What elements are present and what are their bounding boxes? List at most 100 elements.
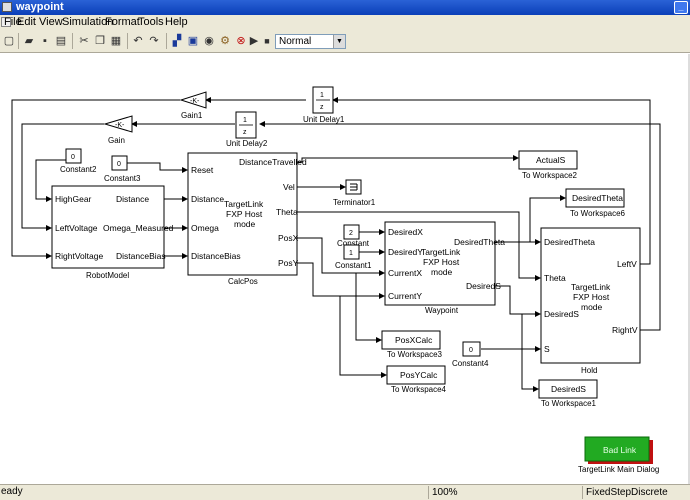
menu-help[interactable]: Help xyxy=(165,16,188,28)
robotmodel-port-label: HighGear xyxy=(55,194,92,204)
bad-link-text: Bad Link xyxy=(603,445,637,455)
simulation-mode-select[interactable]: Normal ▼ xyxy=(275,34,346,49)
unit-delay2-block[interactable]: 1 z Unit Delay2 xyxy=(226,111,268,148)
start-simulation-icon[interactable]: ▶ xyxy=(249,35,259,47)
model-explorer-icon[interactable]: ▣ xyxy=(187,35,199,47)
toolbar-separator xyxy=(166,33,167,49)
to-workspace6-label: To Workspace6 xyxy=(570,209,626,218)
robotmodel-port-label: RightVoltage xyxy=(55,251,103,261)
title-bar: waypoint _ xyxy=(0,0,690,15)
constant1-block[interactable]: 1 Constant1 xyxy=(335,244,372,270)
copy-icon[interactable]: ❐ xyxy=(95,35,105,47)
targetlink-main-dialog-block[interactable]: Bad Link TargetLink Main Dialog xyxy=(578,436,659,474)
simulation-mode-value: Normal xyxy=(279,36,312,47)
menu-format[interactable]: Format xyxy=(105,16,140,28)
cut-icon[interactable]: ✂ xyxy=(79,35,89,47)
gain1-block[interactable]: -K- Gain1 xyxy=(179,91,207,120)
menu-tools[interactable]: Tools xyxy=(138,16,164,28)
gain-value: -K- xyxy=(115,122,125,129)
robotmodel-port-label: Omega_Measured xyxy=(103,223,174,233)
toolbar-separator xyxy=(18,33,19,49)
hold-port-label: S xyxy=(544,344,550,354)
breakpoint-icon[interactable]: ⊗ xyxy=(236,35,246,47)
menu-file[interactable]: File xyxy=(4,16,22,28)
gain1-label: Gain1 xyxy=(181,111,203,120)
zoom-level: 100% xyxy=(428,486,518,499)
constant3-label: Constant3 xyxy=(104,174,141,183)
menu-simulation[interactable]: Simulation xyxy=(62,16,114,28)
unit-delay2-den: z xyxy=(243,129,247,136)
menu-bar: File Edit View Simulation Format Tools H… xyxy=(0,15,690,30)
to-workspace2-value: ActualS xyxy=(536,155,566,165)
calcpos-block[interactable]: Reset Distance Omega DistanceBias Distan… xyxy=(187,152,307,286)
robotmodel-port-label: Distance xyxy=(116,194,149,204)
hold-center-text: mode xyxy=(581,302,603,312)
constant-label: Constant xyxy=(337,239,370,248)
window-title: waypoint xyxy=(16,1,64,13)
terminator1-block[interactable]: Terminator1 xyxy=(333,179,376,207)
constant2-block[interactable]: 0 Constant2 xyxy=(60,148,97,174)
to-workspace3-value: PosXCalc xyxy=(395,335,433,345)
robotmodel-block[interactable]: HighGear LeftVoltage RightVoltage Distan… xyxy=(51,185,174,280)
waypoint-center-text: TargetLink xyxy=(421,247,461,257)
waypoint-port-label: DesiredS xyxy=(466,281,501,291)
terminator1-label: Terminator1 xyxy=(333,198,376,207)
status-text: eady xyxy=(1,486,23,497)
constant4-value: 0 xyxy=(469,347,473,354)
constant3-block[interactable]: 0 Constant3 xyxy=(104,155,141,183)
constant4-label: Constant4 xyxy=(452,359,489,368)
targetlink-main-dialog-label: TargetLink Main Dialog xyxy=(578,465,659,474)
vertical-scrollbar[interactable] xyxy=(688,54,690,484)
unit-delay1-block[interactable]: 1 z Unit Delay1 xyxy=(303,86,345,124)
solver-name: FixedStepDiscrete xyxy=(582,486,690,499)
to-workspace1-block[interactable]: DesiredS To Workspace1 xyxy=(538,379,598,408)
hold-port-label: Theta xyxy=(544,273,566,283)
toolbar-separator xyxy=(127,33,128,49)
hold-center-text: TargetLink xyxy=(571,282,611,292)
to-workspace3-block[interactable]: PosXCalc To Workspace3 xyxy=(381,330,443,359)
open-icon[interactable]: ▰ xyxy=(24,35,34,47)
to-workspace4-value: PosYCalc xyxy=(400,370,438,380)
debugger-icon[interactable]: ◉ xyxy=(204,35,214,47)
to-workspace4-block[interactable]: PosYCalc To Workspace4 xyxy=(386,365,447,394)
hold-center-text: FXP Host xyxy=(573,292,610,302)
menu-view[interactable]: View xyxy=(39,16,63,28)
new-model-icon[interactable]: ▢ xyxy=(3,35,15,47)
to-workspace2-block[interactable]: ActualS To Workspace2 xyxy=(518,150,578,180)
model-canvas[interactable]: -K- Gain1 -K- Gain 1 z Unit Delay1 1 z U… xyxy=(0,54,690,484)
calcpos-port-label: Theta xyxy=(276,207,298,217)
configuration-icon[interactable]: ⚙ xyxy=(220,35,230,47)
hold-port-label: DesiredTheta xyxy=(544,237,595,247)
constant2-label: Constant2 xyxy=(60,165,97,174)
robotmodel-port-label: LeftVoltage xyxy=(55,223,98,233)
waypoint-block[interactable]: DesiredX DesiredY CurrentX CurrentY Desi… xyxy=(384,221,505,315)
toolbar-separator xyxy=(72,33,73,49)
to-workspace6-block[interactable]: DesiredTheta To Workspace6 xyxy=(565,188,626,218)
menu-edit[interactable]: Edit xyxy=(17,16,36,28)
signal-lines xyxy=(11,97,661,392)
to-workspace6-value: DesiredTheta xyxy=(572,193,623,203)
unit-delay1-label: Unit Delay1 xyxy=(303,115,345,124)
stop-simulation-icon[interactable]: ■ xyxy=(264,36,270,46)
constant-value: 2 xyxy=(349,230,353,237)
hold-label: Hold xyxy=(581,366,597,375)
waypoint-port-label: DesiredX xyxy=(388,227,423,237)
constant1-value: 1 xyxy=(349,250,353,257)
waypoint-port-label: DesiredTheta xyxy=(454,237,505,247)
constant4-block[interactable]: 0 Constant4 xyxy=(452,341,489,368)
calcpos-port-label: Vel xyxy=(283,182,295,192)
gain-block[interactable]: -K- Gain xyxy=(103,115,133,145)
chevron-down-icon[interactable]: ▼ xyxy=(333,35,345,48)
paste-icon[interactable]: ▦ xyxy=(110,35,122,47)
constant-block[interactable]: 2 Constant xyxy=(337,224,370,248)
hold-block[interactable]: DesiredTheta Theta DesiredS S LeftV Righ… xyxy=(540,227,641,375)
robotmodel-label: RobotModel xyxy=(86,271,129,280)
redo-icon[interactable]: ↷ xyxy=(149,35,159,47)
library-browser-icon[interactable]: ▞ xyxy=(172,35,182,47)
print-icon[interactable]: ▤ xyxy=(55,35,67,47)
waypoint-center-text: mode xyxy=(431,267,453,277)
minimize-icon[interactable]: _ xyxy=(674,1,688,14)
save-icon[interactable]: ▪ xyxy=(43,35,47,47)
waypoint-port-label: CurrentY xyxy=(388,291,422,301)
undo-icon[interactable]: ↶ xyxy=(133,35,143,47)
